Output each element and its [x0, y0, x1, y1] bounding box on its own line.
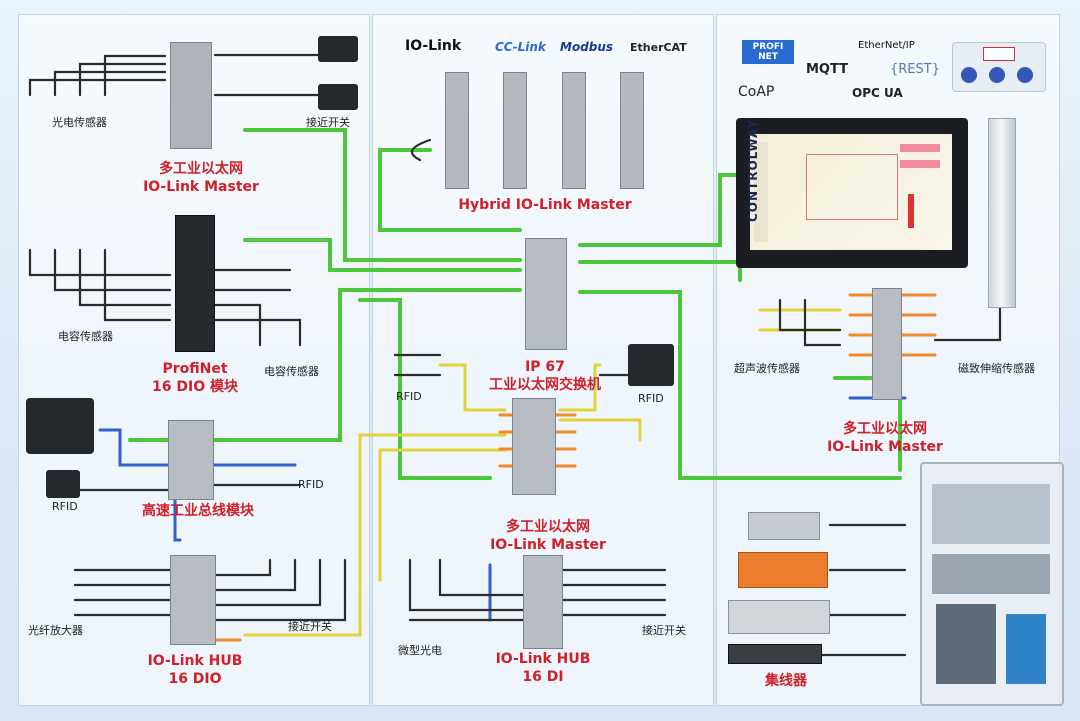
capacitive-right-label: 电容传感器: [264, 365, 319, 378]
concentrator-1: [748, 512, 820, 540]
hybrid-module-4: [620, 72, 644, 189]
hybrid-module-2: [503, 72, 527, 189]
micro-photo-label: 微型光电: [398, 644, 442, 657]
orange-cables: [213, 293, 937, 642]
capacitive-left-label: 电容传感器: [58, 330, 113, 343]
switch-module: [525, 238, 567, 350]
rest-logo: {REST}: [890, 62, 940, 77]
cclink-logo: CC-Link: [495, 40, 546, 54]
concentrator-4: [728, 644, 822, 664]
hybrid-module-1: [445, 72, 469, 189]
modbus-logo: Modbus: [560, 40, 614, 54]
ethernetip-logo: EtherNet/IP: [858, 40, 915, 51]
hybrid-module-3: [562, 72, 586, 189]
coap-logo: CoAP: [738, 84, 775, 100]
fieldbus-label: 高速工业总线模块: [142, 503, 254, 519]
control-cabinet: [920, 462, 1064, 706]
profinet-logo: PROFI NET: [742, 40, 794, 64]
mqtt-logo: MQTT: [806, 62, 849, 77]
rfid-center-left-label: RFID: [396, 390, 422, 403]
control-box: [952, 42, 1046, 92]
rfid-reader-large: [26, 398, 94, 454]
indicator-strip: [983, 47, 1015, 61]
din-rail: [932, 554, 1050, 594]
profinet-module: [175, 215, 215, 352]
rfid-center-right-label: RFID: [638, 392, 664, 405]
hmi-brand: CONTROLWAY: [746, 119, 760, 222]
rfid-reader-center: [628, 344, 674, 386]
terminal-blocks: [932, 484, 1050, 544]
proximity-bc-label: 接近开关: [642, 624, 686, 637]
hmi-display: [750, 134, 952, 250]
hub-left-module: [170, 555, 216, 645]
proximity-bl-label: 接近开关: [288, 620, 332, 633]
hmi-touchscreen[interactable]: CONTROLWAY: [736, 118, 968, 268]
sensor-cables: [28, 53, 1002, 657]
proximity-sensor-2: [318, 84, 358, 110]
rfid-left2-label: RFID: [52, 500, 78, 513]
rfid-left-label: RFID: [298, 478, 324, 491]
industrial-switch: [936, 604, 996, 684]
hmi-diagram: [806, 154, 898, 220]
hub-center-module: [523, 555, 563, 649]
proximity-sensor-1: [318, 36, 358, 62]
photoelectric-label: 光电传感器: [52, 116, 107, 129]
control-button-3[interactable]: [1017, 67, 1033, 83]
ethercat-logo: EtherCAT: [630, 41, 687, 54]
concentrator-label: 集线器: [765, 673, 807, 689]
control-button-1[interactable]: [961, 67, 977, 83]
fiber-amp-label: 光纤放大器: [28, 624, 83, 637]
iolink-logo: IO-Link: [405, 38, 462, 54]
magnetostrictive-sensor: [988, 118, 1016, 308]
fieldbus-module: [168, 420, 214, 500]
master-right-module: [872, 288, 902, 400]
hybrid-label: Hybrid IO-Link Master: [458, 197, 632, 213]
ultrasonic-label: 超声波传感器: [734, 362, 800, 375]
opcua-logo: OPC UA: [852, 86, 903, 100]
concentrator-2: [738, 552, 828, 588]
master-center-module: [512, 398, 556, 495]
power-supply: [1006, 614, 1046, 684]
rfid-reader-small: [46, 470, 80, 498]
proximity-top-label: 接近开关: [306, 116, 350, 129]
magnetostrictive-label: 磁致伸缩传感器: [958, 362, 1035, 375]
master-left-module: [170, 42, 212, 149]
control-button-2[interactable]: [989, 67, 1005, 83]
concentrator-3: [728, 600, 830, 634]
